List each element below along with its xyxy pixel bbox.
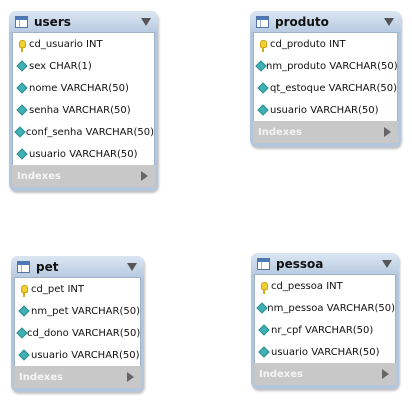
table-name: produto (275, 14, 329, 29)
column-label: usuario VARCHAR(50) (271, 346, 380, 358)
column-icon (16, 148, 28, 160)
expand-arrow-icon[interactable] (141, 171, 148, 181)
column-icon (257, 104, 269, 116)
column-icon (18, 349, 30, 361)
table-header[interactable]: users (9, 11, 158, 32)
column-row[interactable]: nm_pessoa VARCHAR(50) (255, 297, 395, 319)
collapse-arrow-icon[interactable] (127, 263, 137, 271)
table-users[interactable]: users cd_usuario INT sex CHAR(1) nome VA… (9, 11, 158, 191)
column-icon (16, 104, 28, 116)
column-icon (16, 82, 28, 94)
column-icon (257, 82, 269, 94)
column-label: usuario VARCHAR(50) (29, 148, 138, 160)
column-icon (14, 126, 27, 138)
table-pet[interactable]: pet cd_pet INT nm_pet VARCHAR(50) cd_don… (11, 256, 144, 392)
column-label: cd_dono VARCHAR(50) (27, 327, 141, 339)
column-icon (258, 324, 270, 336)
column-row[interactable]: usuario VARCHAR(50) (255, 341, 395, 363)
collapse-arrow-icon[interactable] (141, 18, 151, 26)
column-label: conf_senha VARCHAR(50) (25, 126, 154, 138)
indexes-section[interactable]: Indexes (14, 366, 141, 388)
indexes-label: Indexes (259, 368, 303, 380)
column-label: cd_usuario INT (29, 38, 103, 50)
column-icon (16, 60, 28, 72)
indexes-label: Indexes (258, 126, 302, 138)
expand-arrow-icon[interactable] (127, 372, 134, 382)
column-icon (258, 346, 270, 358)
column-label: usuario VARCHAR(50) (270, 104, 379, 116)
column-list: cd_usuario INT sex CHAR(1) nome VARCHAR(… (12, 32, 155, 165)
column-label: cd_pet INT (31, 283, 84, 295)
column-label: cd_pessoa INT (271, 280, 343, 292)
primary-key-icon (257, 40, 269, 52)
column-label: nr_cpf VARCHAR(50) (271, 324, 374, 336)
column-label: cd_produto INT (270, 38, 346, 50)
indexes-section[interactable]: Indexes (12, 165, 155, 187)
column-row[interactable]: qt_estoque VARCHAR(50) (254, 77, 397, 99)
table-pessoa[interactable]: pessoa cd_pessoa INT nm_pessoa VARCHAR(5… (251, 253, 399, 389)
column-row[interactable]: nr_cpf VARCHAR(50) (255, 319, 395, 341)
table-icon (17, 260, 30, 273)
column-row[interactable]: sex CHAR(1) (13, 55, 154, 77)
column-row[interactable]: cd_dono VARCHAR(50) (15, 322, 140, 344)
table-produto[interactable]: produto cd_produto INT nm_produto VARCHA… (250, 11, 401, 147)
indexes-label: Indexes (17, 170, 61, 182)
indexes-label: Indexes (19, 371, 63, 383)
table-header[interactable]: pet (11, 256, 144, 277)
column-row[interactable]: cd_usuario INT (13, 33, 154, 55)
table-name: pet (36, 259, 59, 274)
column-icon (18, 305, 30, 317)
table-name: pessoa (276, 256, 324, 271)
column-label: sex CHAR(1) (29, 60, 92, 72)
column-label: nm_pet VARCHAR(50) (31, 305, 140, 317)
column-row[interactable]: conf_senha VARCHAR(50) (13, 121, 154, 143)
column-icon (16, 327, 28, 339)
column-row[interactable]: senha VARCHAR(50) (13, 99, 154, 121)
primary-key-icon (16, 40, 28, 52)
column-row[interactable]: usuario VARCHAR(50) (15, 344, 140, 366)
column-row[interactable]: cd_produto INT (254, 33, 397, 55)
column-label: nome VARCHAR(50) (29, 82, 129, 94)
column-icon (255, 60, 267, 72)
column-label: senha VARCHAR(50) (29, 104, 131, 116)
column-icon (256, 302, 268, 314)
collapse-arrow-icon[interactable] (384, 18, 394, 26)
indexes-section[interactable]: Indexes (254, 363, 396, 385)
column-list: cd_produto INT nm_produto VARCHAR(50) qt… (253, 32, 398, 121)
table-header[interactable]: produto (250, 11, 401, 32)
table-icon (257, 257, 270, 270)
column-label: qt_estoque VARCHAR(50) (270, 82, 397, 94)
column-row[interactable]: nome VARCHAR(50) (13, 77, 154, 99)
table-header[interactable]: pessoa (251, 253, 399, 274)
column-row[interactable]: nm_produto VARCHAR(50) (254, 55, 398, 77)
column-label: usuario VARCHAR(50) (31, 349, 140, 361)
table-icon (15, 15, 28, 28)
expand-arrow-icon[interactable] (384, 127, 391, 137)
indexes-section[interactable]: Indexes (253, 121, 398, 143)
column-list: cd_pessoa INT nm_pessoa VARCHAR(50) nr_c… (254, 274, 396, 363)
column-row[interactable]: nm_pet VARCHAR(50) (15, 300, 140, 322)
table-icon (256, 15, 269, 28)
primary-key-icon (18, 285, 30, 297)
expand-arrow-icon[interactable] (382, 369, 389, 379)
column-list: cd_pet INT nm_pet VARCHAR(50) cd_dono VA… (14, 277, 141, 366)
column-label: nm_produto VARCHAR(50) (266, 60, 398, 72)
column-label: nm_pessoa VARCHAR(50) (267, 302, 395, 314)
table-name: users (34, 14, 71, 29)
column-row[interactable]: cd_pessoa INT (255, 275, 395, 297)
column-row[interactable]: usuario VARCHAR(50) (13, 143, 154, 165)
column-row[interactable]: cd_pet INT (15, 278, 140, 300)
collapse-arrow-icon[interactable] (382, 260, 392, 268)
primary-key-icon (258, 282, 270, 294)
column-row[interactable]: usuario VARCHAR(50) (254, 99, 397, 121)
